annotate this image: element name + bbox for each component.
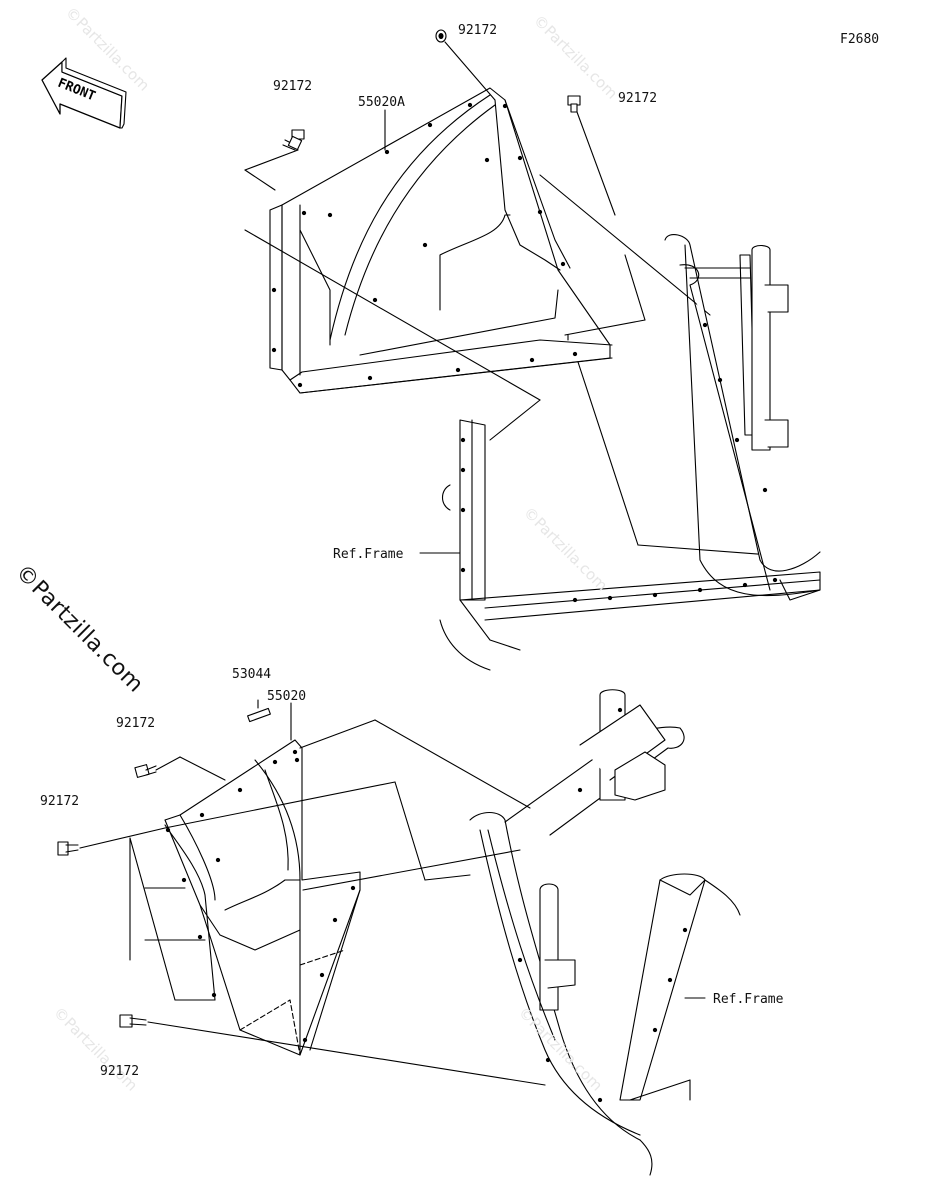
frame-bottom bbox=[469, 689, 741, 1176]
ref-frame-label: Ref.Frame bbox=[713, 992, 784, 1007]
part-label-92172: 92172 bbox=[116, 716, 156, 731]
bolt-92172-bottom-upper-icon bbox=[134, 764, 157, 778]
part-label-92172: 92172 bbox=[100, 1064, 140, 1079]
pin-53044-icon bbox=[247, 707, 271, 723]
front-arrow-icon: FRONT bbox=[41, 57, 127, 129]
ref-frame-label: Ref.Frame bbox=[333, 547, 404, 562]
bolt-92172-bottom-lower-icon bbox=[119, 1014, 147, 1028]
part-label-92172: 92172 bbox=[618, 91, 658, 106]
bolt-92172-top-left-icon bbox=[282, 129, 305, 151]
fender-55020A bbox=[269, 87, 613, 394]
frame-top bbox=[439, 234, 821, 671]
fender-55020 bbox=[164, 739, 361, 1056]
bolt-92172-top-right-icon bbox=[567, 95, 581, 113]
bolt-92172-top-center-icon bbox=[435, 29, 447, 43]
part-label-55020: 55020 bbox=[267, 689, 307, 704]
figure-code: F2680 bbox=[840, 32, 880, 47]
part-label-92172: 92172 bbox=[458, 23, 498, 38]
part-label-92172: 92172 bbox=[40, 794, 80, 809]
part-label-53044: 53044 bbox=[232, 667, 272, 682]
bolt-92172-bottom-left-icon bbox=[57, 841, 79, 856]
part-label-92172: 92172 bbox=[273, 79, 313, 94]
part-label-55020A: 55020A bbox=[358, 95, 405, 110]
